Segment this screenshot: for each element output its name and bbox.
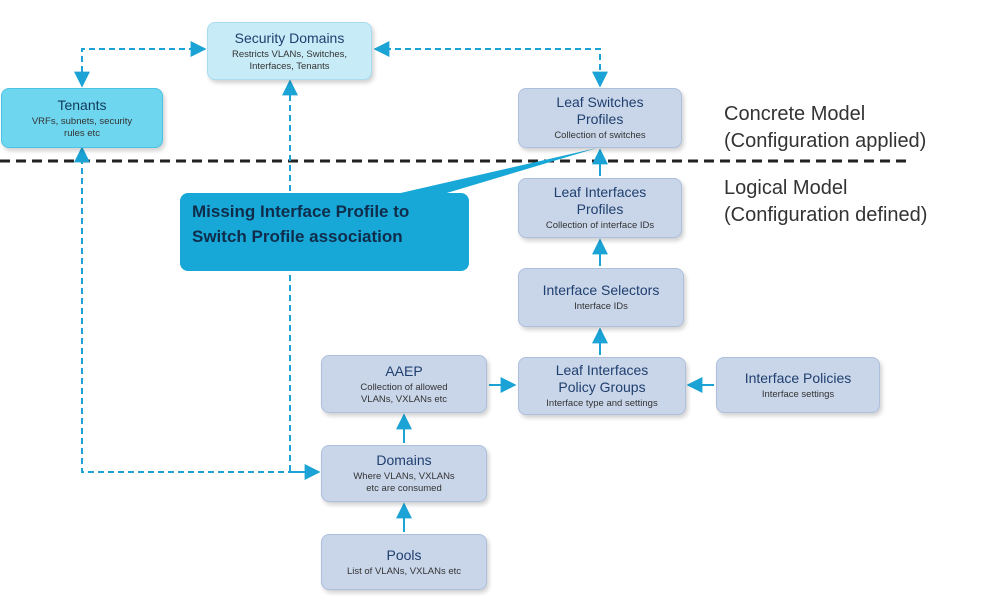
logical-model-title: Logical Model bbox=[724, 177, 848, 199]
leaf-switches-profiles-subtitle: Collection of switches bbox=[554, 130, 646, 141]
aaep-subtitle: Collection of allowed VLANs, VXLANs etc bbox=[360, 381, 448, 405]
leaf-switches-profiles-box[interactable]: Leaf Switches Profiles Collection of swi… bbox=[518, 88, 682, 148]
security-domains-title: Security Domains bbox=[234, 29, 345, 46]
edge-domains-security bbox=[282, 79, 319, 473]
leaf-interfaces-policy-groups-subtitle: Interface type and settings bbox=[546, 398, 658, 409]
missing-association-callout: Missing Interface Profile to Switch Prof… bbox=[180, 193, 469, 271]
tenants-subtitle: VRFs, subnets, security rules etc bbox=[31, 115, 133, 139]
domains-box[interactable]: Domains Where VLANs, VXLANs etc are cons… bbox=[321, 445, 487, 502]
edge-security-tenants bbox=[74, 41, 207, 88]
domains-subtitle: Where VLANs, VXLANs etc are consumed bbox=[353, 471, 455, 494]
callout-pointer bbox=[370, 148, 597, 200]
domains-title: Domains bbox=[376, 452, 432, 468]
leaf-interfaces-policy-groups-title: Leaf Interfaces Policy Groups bbox=[555, 362, 649, 395]
interface-policies-box[interactable]: Interface Policies Interface settings bbox=[716, 357, 880, 413]
interface-selectors-box[interactable]: Interface Selectors Interface IDs bbox=[518, 268, 684, 327]
logical-model-label: Logical Model (Configuration defined) bbox=[724, 175, 927, 229]
interface-selectors-title: Interface Selectors bbox=[542, 282, 660, 298]
security-domains-box[interactable]: Security Domains Restricts VLANs, Switch… bbox=[207, 22, 372, 80]
security-domains-subtitle: Restricts VLANs, Switches, Interfaces, T… bbox=[231, 48, 348, 72]
pools-title: Pools bbox=[386, 546, 422, 563]
logical-model-subtitle: (Configuration defined) bbox=[724, 204, 928, 226]
leaf-interfaces-policy-groups-box[interactable]: Leaf Interfaces Policy Groups Interface … bbox=[518, 357, 686, 415]
callout-line-2: Switch Profile association bbox=[192, 227, 403, 246]
interface-policies-subtitle: Interface settings bbox=[761, 388, 835, 400]
interface-selectors-subtitle: Interface IDs bbox=[574, 301, 628, 312]
tenants-box[interactable]: Tenants VRFs, subnets, security rules et… bbox=[1, 88, 163, 148]
leaf-interfaces-profiles-title: Leaf Interfaces Profiles bbox=[553, 184, 647, 217]
interface-policies-title: Interface Policies bbox=[744, 369, 852, 386]
concrete-model-title: Concrete Model bbox=[724, 103, 866, 125]
concrete-model-label: Concrete Model (Configuration applied) bbox=[724, 101, 926, 155]
callout-line-1: Missing Interface Profile to bbox=[192, 202, 410, 221]
tenants-title: Tenants bbox=[57, 96, 107, 113]
leaf-switches-profiles-title: Leaf Switches Profiles bbox=[556, 94, 644, 127]
concrete-model-subtitle: (Configuration applied) bbox=[724, 130, 927, 152]
edge-security-leafswitches bbox=[373, 41, 608, 88]
leaf-interfaces-profiles-subtitle: Collection of interface IDs bbox=[545, 220, 655, 231]
aaep-box[interactable]: AAEP Collection of allowed VLANs, VXLANs… bbox=[321, 355, 487, 413]
leaf-interfaces-profiles-box[interactable]: Leaf Interfaces Profiles Collection of i… bbox=[518, 178, 682, 238]
pools-box[interactable]: Pools List of VLANs, VXLANs etc bbox=[321, 534, 487, 590]
pools-subtitle: List of VLANs, VXLANs etc bbox=[346, 565, 462, 577]
aaep-title: AAEP bbox=[385, 362, 423, 379]
edge-tenants-domains bbox=[74, 146, 321, 480]
